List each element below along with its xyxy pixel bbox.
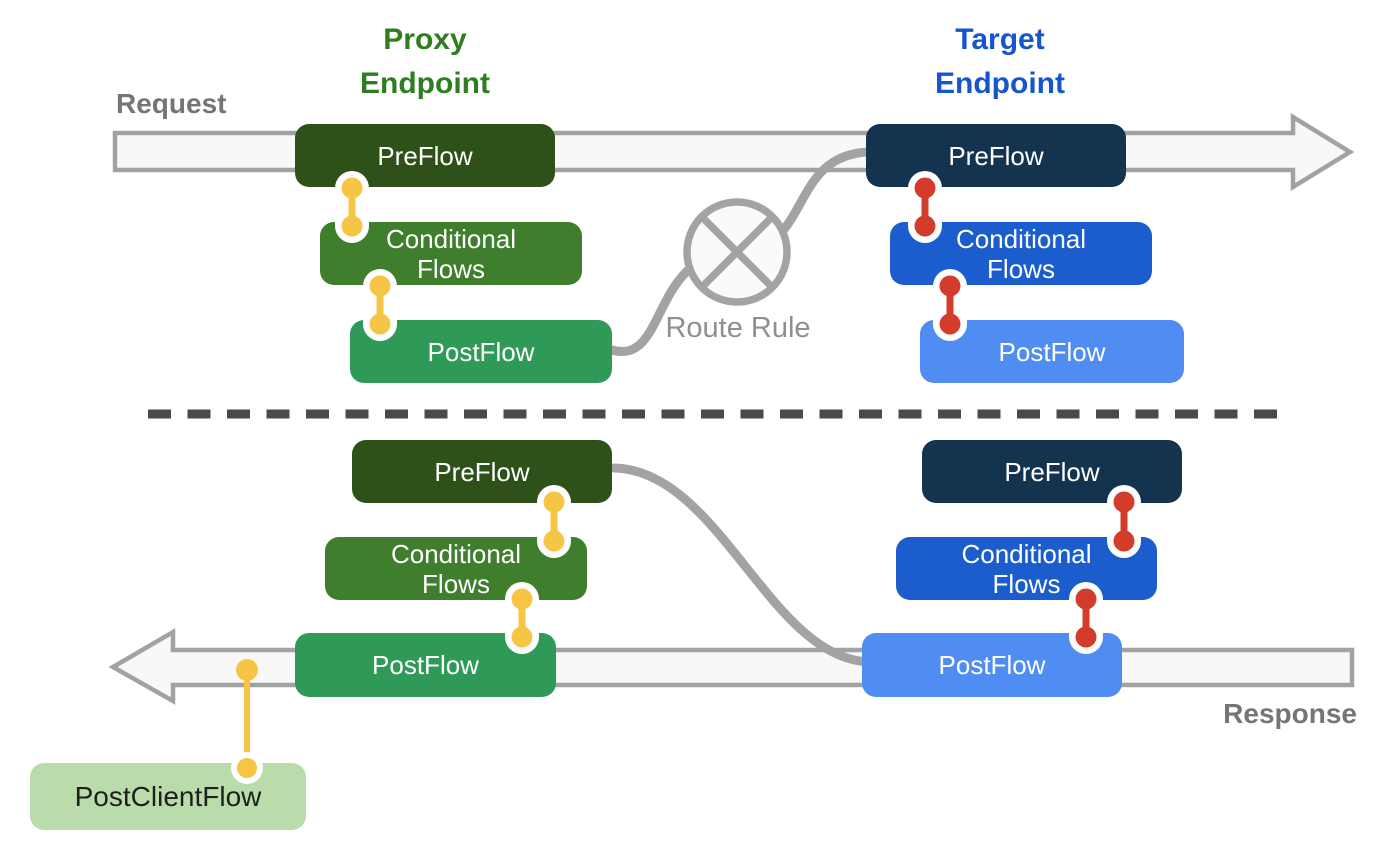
box-label: PostFlow: [998, 336, 1106, 367]
box-label: PostFlow: [427, 336, 535, 367]
preflow-to-target-postflow-curve: [609, 463, 875, 667]
proxy-request-conditional-flows-box: Conditional Flows: [320, 222, 582, 285]
box-label: PostClientFlow: [74, 780, 262, 812]
target-response-conditional-flows-box: Conditional Flows: [896, 537, 1157, 600]
response-label: Response: [1223, 698, 1357, 729]
proxy-response-conditional-flows-box: Conditional Flows: [325, 537, 587, 600]
proxy-endpoint-title: Proxy Endpoint: [360, 23, 490, 100]
box-label: Conditional Flows: [955, 223, 1087, 284]
target-endpoint-title: Target Endpoint: [935, 23, 1065, 100]
target-response-postflow-box: PostFlow: [862, 633, 1122, 697]
box-label: PreFlow: [1004, 456, 1100, 487]
box-label: PostFlow: [938, 650, 1046, 680]
route-rule-icon: [683, 198, 791, 306]
box-label: PreFlow: [434, 456, 530, 487]
box-label: Conditional Flows: [385, 223, 517, 284]
box-label: Conditional Flows: [961, 538, 1092, 599]
request-label: Request: [116, 88, 227, 119]
box-label: PreFlow: [948, 140, 1044, 171]
route-rule-label: Route Rule: [665, 312, 811, 344]
target-request-postflow-box: PostFlow: [920, 320, 1184, 383]
proxy-request-postflow-box: PostFlow: [350, 320, 612, 383]
proxy-request-preflow-box: PreFlow: [295, 124, 555, 187]
box-label: Conditional Flows: [390, 538, 522, 599]
post-client-flow-box: PostClientFlow: [30, 763, 306, 830]
target-request-conditional-flows-box: Conditional Flows: [890, 222, 1152, 285]
box-label: PostFlow: [372, 650, 479, 680]
target-request-preflow-box: PreFlow: [866, 124, 1126, 187]
box-label: PreFlow: [377, 140, 473, 171]
target-response-preflow-box: PreFlow: [922, 440, 1182, 503]
proxy-response-postflow-box: PostFlow: [295, 633, 556, 697]
proxy-response-preflow-box: PreFlow: [352, 440, 612, 503]
